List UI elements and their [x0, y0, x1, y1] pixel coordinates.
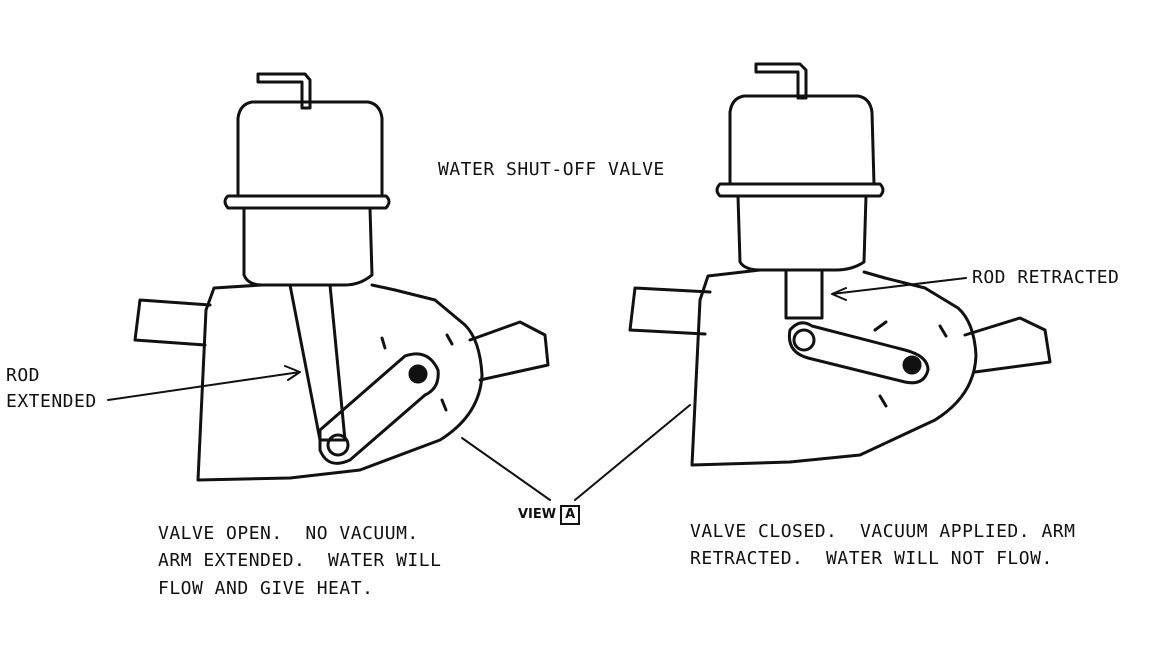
left-caption-line2: ARM EXTENDED. WATER WILL [158, 550, 442, 571]
right-caption-line2: RETRACTED. WATER WILL NOT FLOW. [690, 548, 1053, 569]
right-rod-pin [792, 328, 816, 352]
left-arm-pivot [408, 364, 428, 384]
right-arm-pivot [902, 355, 922, 375]
right-slots [873, 320, 948, 408]
left-canister-bottom [242, 206, 374, 287]
view-label-text: VIEW [518, 507, 557, 522]
right-callout-arrow [831, 277, 967, 301]
right-valve-body [690, 268, 978, 467]
left-hose-outlet [468, 320, 550, 382]
right-canister-top [728, 94, 876, 186]
left-arm [318, 352, 440, 465]
right-canister-bottom [736, 194, 868, 272]
diagram-title: WATER SHUT-OFF VALVE [438, 159, 665, 180]
right-callout-label: ROD RETRACTED [972, 267, 1120, 288]
left-valve-body [196, 283, 484, 482]
left-vacuum-fitting [256, 72, 312, 110]
left-canister-band [223, 194, 391, 210]
right-valve-closed [628, 62, 1052, 467]
left-caption-line3: FLOW AND GIVE HEAT. [158, 578, 374, 599]
left-canister-top [236, 100, 384, 198]
view-letter-box: A [560, 505, 581, 525]
left-callout-label-line2: EXTENDED [6, 391, 97, 412]
left-caption-line1: VALVE OPEN. NO VACUUM. [158, 523, 419, 544]
left-rod-extended [288, 283, 347, 442]
left-callout-arrow [107, 365, 301, 401]
right-rod-retracted [784, 268, 824, 320]
right-caption-line1: VALVE CLOSED. VACUUM APPLIED. ARM [690, 521, 1076, 542]
view-leader-lines [461, 404, 691, 501]
left-callout-label-line1: ROD [6, 365, 41, 386]
left-rod-pin [326, 433, 350, 457]
right-arm [787, 321, 930, 385]
left-hose-inlet [133, 298, 212, 347]
right-hose-inlet [628, 286, 712, 336]
right-canister-band [715, 182, 885, 198]
left-slots [380, 333, 454, 412]
right-vacuum-fitting [754, 62, 808, 100]
right-hose-outlet [963, 316, 1052, 374]
left-valve-open [107, 72, 550, 482]
